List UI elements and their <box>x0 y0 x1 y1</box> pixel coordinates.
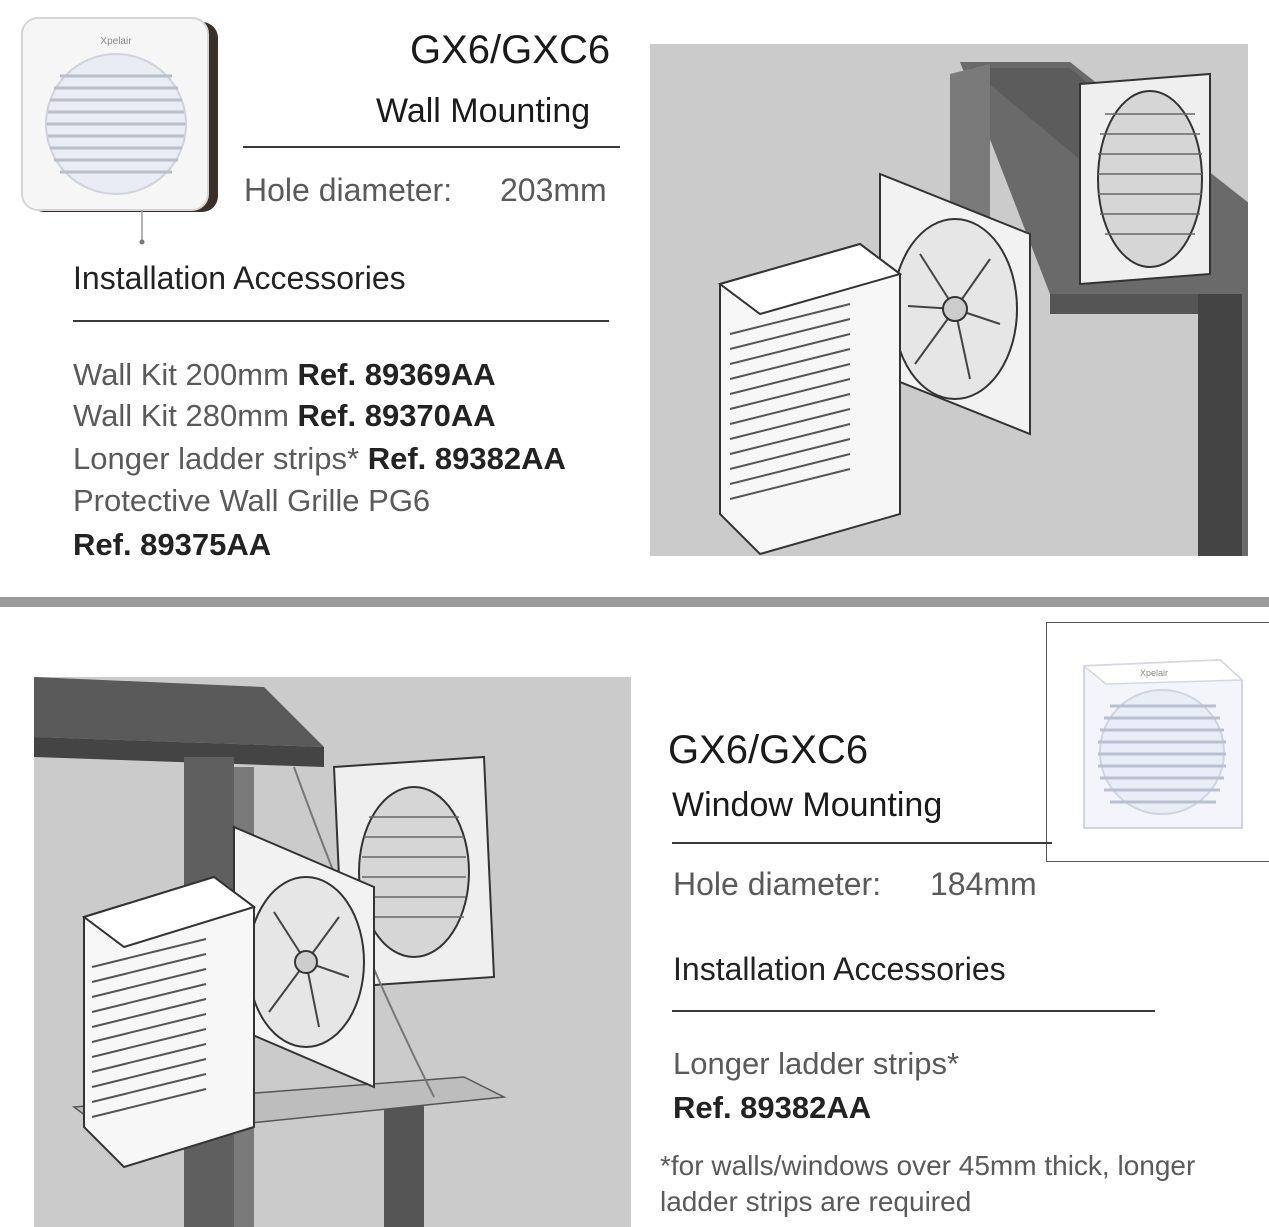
window-accessory-ref: Ref. 89382AA <box>673 1090 872 1125</box>
wall-accessory-3-ref: Ref. 89382AA <box>367 441 566 476</box>
wall-hole-label: Hole diameter: <box>244 172 453 208</box>
wall-accessory-line-2: Wall Kit 280mm Ref. 89370AA <box>73 398 496 434</box>
window-photo-brand: Xpelair <box>1140 668 1168 678</box>
wall-accessory-4-ref: Ref. 89375AA <box>73 527 272 562</box>
wall-accessory-line-3: Longer ladder strips* Ref. 89382AA <box>73 441 566 477</box>
extractor-fan-wall-photo-icon: Xpelair <box>21 17 218 245</box>
window-hole-label: Hole diameter: <box>673 866 882 902</box>
window-title-rule <box>672 842 1052 844</box>
window-mounting-diagram-icon <box>34 677 631 1227</box>
wall-accessory-2-text: Wall Kit 280mm <box>73 398 289 433</box>
wall-photo-brand: Xpelair <box>100 36 132 47</box>
window-model-title: GX6/GXC6 <box>668 728 869 772</box>
wall-accessory-3-text: Longer ladder strips* <box>73 441 360 476</box>
wall-mounting-subtitle: Wall Mounting <box>376 92 591 130</box>
window-accessories-rule <box>672 1010 1155 1012</box>
wall-accessory-line-1: Wall Kit 200mm Ref. 89369AA <box>73 357 496 393</box>
wall-mounting-diagram-icon <box>650 44 1248 556</box>
wall-accessory-line-5: Ref. 89375AA <box>73 527 271 563</box>
wall-accessory-1-ref: Ref. 89369AA <box>297 357 496 392</box>
section-divider <box>0 597 1269 607</box>
wall-accessory-2-ref: Ref. 89370AA <box>297 398 496 433</box>
wall-accessory-1-text: Wall Kit 200mm <box>73 357 289 392</box>
wall-title-rule <box>243 146 620 148</box>
extractor-fan-window-photo-icon: Xpelair <box>1082 658 1244 829</box>
wall-accessories-rule <box>73 320 609 322</box>
window-footnote-line-2: ladder strips are required <box>660 1186 972 1217</box>
window-hole-value: 184mm <box>930 866 1037 902</box>
wall-hole-value: 203mm <box>500 172 607 208</box>
wall-model-title: GX6/GXC6 <box>410 28 611 72</box>
wall-accessory-4-text: Protective Wall Grille PG6 <box>73 483 431 518</box>
window-mounting-subtitle: Window Mounting <box>672 786 943 824</box>
wall-accessory-line-4: Protective Wall Grille PG6 <box>73 483 430 519</box>
window-accessory-text: Longer ladder strips* <box>673 1046 960 1081</box>
window-accessories-heading: Installation Accessories <box>673 951 1006 987</box>
wall-accessories-heading: Installation Accessories <box>73 260 406 296</box>
window-footnote-line-1: *for walls/windows over 45mm thick, long… <box>660 1150 1196 1181</box>
